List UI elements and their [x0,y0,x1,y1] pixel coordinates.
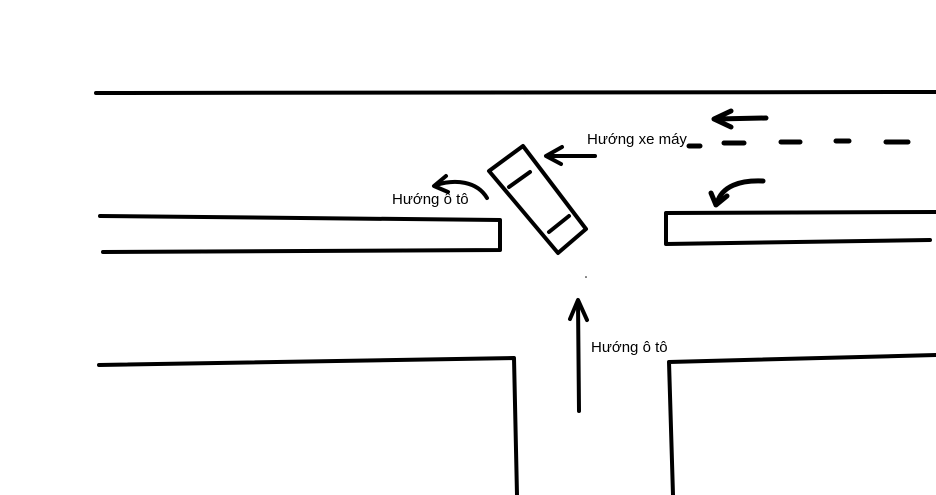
lane-divider-dashed [686,138,911,149]
car-turn-arrow [432,174,489,200]
traffic-arrow-turn-down [708,178,766,208]
center-dot [585,276,587,278]
bottom-right-road-edge [667,353,936,495]
label-car-direction-straight: Hướng ô tô [591,339,668,356]
motorbike-direction-arrow [544,145,597,166]
label-motorbike-direction: Hướng xe máy [587,131,687,148]
label-car-direction-turn: Hướng ô tô [392,191,469,208]
right-median [664,210,936,246]
car-straight-arrow [568,298,589,413]
bottom-left-road-edge [97,356,519,495]
traffic-arrow-top-left [711,108,769,130]
car-shape [487,144,588,255]
left-median [98,214,502,254]
top-road-edge [94,90,936,95]
